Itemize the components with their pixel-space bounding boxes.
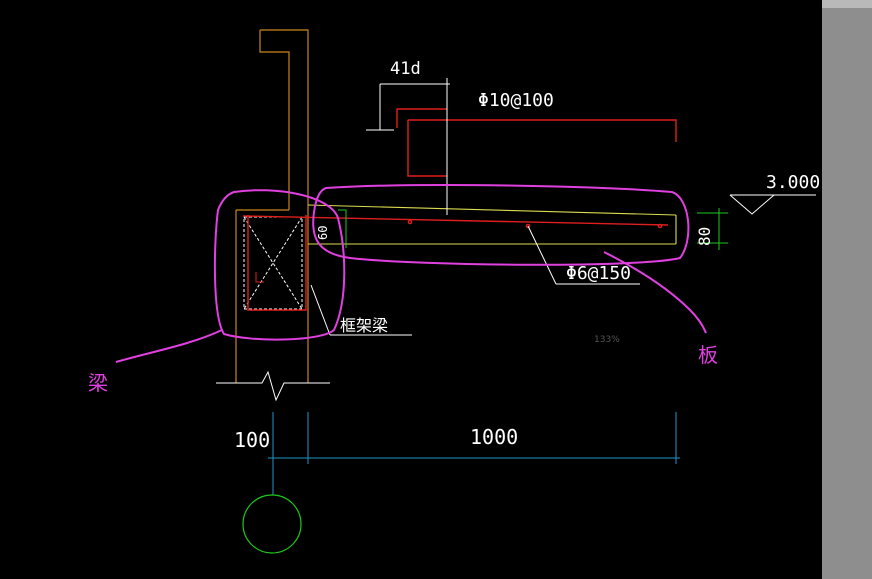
bottom-rebar-label: Φ6@150 bbox=[566, 263, 631, 284]
break-line bbox=[216, 370, 330, 402]
slab-thickness-label: 80 bbox=[695, 227, 714, 246]
hook-markers bbox=[338, 208, 728, 250]
beam-annotation-text: 梁 bbox=[88, 371, 108, 395]
hand-annotations bbox=[115, 184, 707, 363]
slab-annotation-text: 板 bbox=[698, 343, 718, 367]
break-symbol bbox=[216, 370, 330, 402]
hook-length-label: 60 bbox=[316, 226, 330, 240]
beam-cross-2 bbox=[243, 216, 303, 310]
beam-pointer-stroke bbox=[115, 329, 223, 363]
leader-lines bbox=[310, 78, 816, 336]
elevation-label: 3.000 bbox=[766, 172, 820, 193]
dimension-lines bbox=[268, 412, 680, 468]
top-rebar-anchor bbox=[407, 120, 447, 177]
side-panel bbox=[822, 0, 872, 579]
dimension-right-label: 1000 bbox=[470, 425, 518, 449]
rebar-dot-3 bbox=[657, 223, 663, 229]
hook-marker-left bbox=[338, 209, 347, 248]
beam-name-label: 框架梁 bbox=[340, 316, 388, 335]
beam-circle-mark bbox=[213, 189, 346, 341]
top-rebar-label: Φ10@100 bbox=[478, 90, 554, 111]
side-panel-top-strip bbox=[822, 0, 872, 8]
wall-outer-line bbox=[260, 29, 309, 383]
slab-outline bbox=[307, 204, 677, 245]
drawing-background bbox=[0, 0, 822, 579]
slab-pointer-stroke bbox=[603, 251, 707, 334]
beam-stirrup bbox=[247, 215, 307, 311]
dimension-left-label: 100 bbox=[234, 428, 270, 452]
rebar-dot-1 bbox=[407, 219, 413, 225]
axis-circle bbox=[242, 494, 302, 554]
beam-section bbox=[243, 215, 307, 311]
beam-cross-1 bbox=[243, 216, 303, 310]
wall-inner-line bbox=[259, 30, 290, 210]
anchor-bracket bbox=[396, 108, 447, 128]
beam-stirrup-hook bbox=[255, 272, 264, 283]
top-rebar bbox=[408, 119, 677, 142]
bottom-rebar-leader bbox=[527, 225, 557, 285]
elevation-triangle bbox=[729, 194, 775, 215]
rebar-dot-2 bbox=[525, 223, 531, 229]
anchor-length-label: 41d bbox=[390, 59, 421, 79]
slab-circle-mark bbox=[312, 184, 690, 266]
zoom-readout: 133% bbox=[594, 335, 620, 345]
beam-label-leader bbox=[310, 284, 331, 336]
slab-top-line bbox=[307, 204, 677, 216]
wall-outline bbox=[235, 29, 309, 383]
